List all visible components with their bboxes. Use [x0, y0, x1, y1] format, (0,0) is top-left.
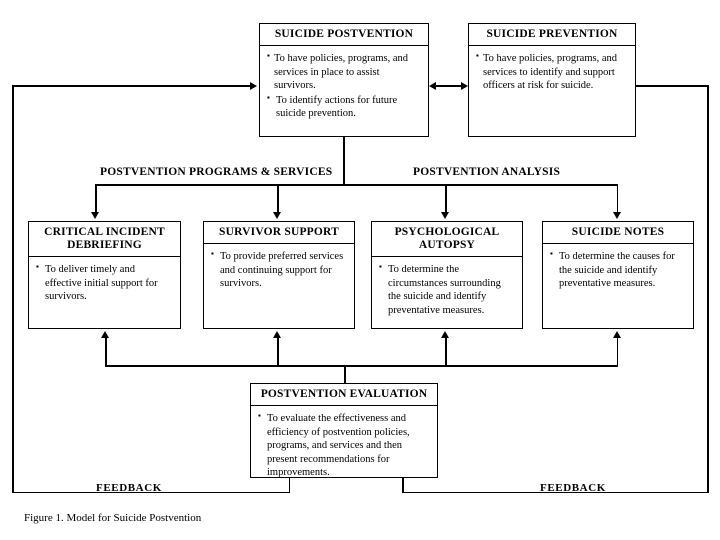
- feedback-left-riser-line: [288, 478, 290, 492]
- box-postvention-evaluation[interactable]: POSTVENTION EVALUATION To evaluate the e…: [250, 383, 438, 478]
- feedback-left-top-horizontal-line: [12, 85, 252, 87]
- box-body-postvention-evaluation: To evaluate the effectiveness and effici…: [251, 406, 437, 484]
- analysis-bus-line: [343, 184, 618, 186]
- caption-postvention-analysis: POSTVENTION ANALYSIS: [413, 166, 561, 178]
- bullet-item: To determine the circumstances surroundi…: [379, 262, 515, 317]
- box-title-postvention-evaluation: POSTVENTION EVALUATION: [251, 384, 437, 407]
- feedback-right-top-horizontal-line: [636, 85, 709, 87]
- caption-postvention-programs-services: POSTVENTION PROGRAMS & SERVICES: [100, 166, 333, 178]
- feedback-label-right: FEEDBACK: [540, 482, 606, 494]
- evaluation-feed-riser-2: [277, 338, 279, 366]
- feedback-right-riser-line: [402, 478, 404, 492]
- feedback-left-arrowhead: [250, 81, 257, 90]
- programs-services-branch-left: [95, 184, 97, 214]
- box-body-suicide-postvention: To have policies, programs, and services…: [260, 46, 428, 125]
- bullet-item: To identify actions for future suicide p…: [267, 93, 421, 121]
- box-suicide-postvention[interactable]: SUICIDE POSTVENTION To have policies, pr…: [259, 23, 429, 137]
- box-survivor-support[interactable]: SURVIVOR SUPPORT To provide preferred se…: [203, 221, 355, 329]
- postvention-drop-line: [343, 137, 345, 185]
- box-suicide-prevention[interactable]: SUICIDE PREVENTION To have policies, pro…: [468, 23, 636, 137]
- feedback-right-bottom-horizontal-line: [402, 491, 709, 493]
- feedback-left-vertical-line: [12, 85, 14, 493]
- box-psychological-autopsy[interactable]: PSYCHOLOGICAL AUTOPSY To determine the c…: [371, 221, 523, 329]
- top-connector-arrowhead-left: [428, 81, 436, 90]
- programs-services-branch-right: [277, 184, 279, 214]
- box-suicide-notes[interactable]: SUICIDE NOTES To determine the causes fo…: [542, 221, 694, 329]
- box-critical-incident-debriefing[interactable]: CRITICAL INCIDENT DEBRIEFING To deliver …: [28, 221, 181, 329]
- programs-services-arrowhead-left: [91, 212, 100, 219]
- programs-services-bus-line: [95, 184, 344, 186]
- feedback-left-bottom-horizontal-line: [12, 491, 290, 493]
- box-body-suicide-prevention: To have policies, programs, and services…: [469, 46, 635, 97]
- feedback-label-left: FEEDBACK: [96, 482, 162, 494]
- evaluation-feed-riser-4: [616, 338, 618, 366]
- programs-services-arrowhead-right: [273, 212, 282, 219]
- evaluation-feed-arrowhead-2: [273, 331, 282, 338]
- analysis-branch-right: [616, 184, 618, 214]
- bullet-item: To have policies, programs, and services…: [267, 51, 421, 92]
- feedback-right-vertical-line: [707, 85, 709, 493]
- evaluation-feed-arrowhead-3: [441, 331, 450, 338]
- box-title-survivor-support: SURVIVOR SUPPORT: [204, 222, 354, 245]
- bullet-item: To deliver timely and effective initial …: [36, 262, 173, 303]
- box-title-psychological-autopsy: PSYCHOLOGICAL AUTOPSY: [372, 222, 522, 258]
- box-title-suicide-notes: SUICIDE NOTES: [543, 222, 693, 245]
- analysis-arrowhead-right: [613, 212, 621, 219]
- box-body-survivor-support: To provide preferred services and contin…: [204, 244, 354, 295]
- bullet-item: To provide preferred services and contin…: [211, 249, 347, 290]
- evaluation-box-stem-line: [344, 365, 346, 383]
- bullet-item: To have policies, programs, and services…: [476, 51, 628, 92]
- box-title-critical-incident-debriefing: CRITICAL INCIDENT DEBRIEFING: [29, 222, 180, 258]
- box-title-suicide-prevention: SUICIDE PREVENTION: [469, 24, 635, 47]
- analysis-arrowhead-left: [441, 212, 450, 219]
- figure-caption: Figure 1. Model for Suicide Postvention: [24, 512, 202, 524]
- box-body-psychological-autopsy: To determine the circumstances surroundi…: [372, 257, 522, 322]
- box-body-critical-incident-debriefing: To deliver timely and effective initial …: [29, 257, 180, 308]
- evaluation-feed-riser-1: [105, 338, 107, 366]
- bullet-item: To evaluate the effectiveness and effici…: [258, 411, 430, 479]
- box-body-suicide-notes: To determine the causes for the suicide …: [543, 244, 693, 295]
- box-title-suicide-postvention: SUICIDE POSTVENTION: [260, 24, 428, 47]
- top-boxes-connector-line: [434, 85, 464, 87]
- evaluation-feed-riser-3: [445, 338, 447, 366]
- evaluation-feed-arrowhead-4: [613, 331, 621, 338]
- evaluation-feed-bus-line: [105, 365, 618, 367]
- analysis-branch-left: [445, 184, 447, 214]
- evaluation-feed-arrowhead-1: [101, 331, 110, 338]
- top-connector-arrowhead-right: [461, 81, 468, 90]
- bullet-item: To determine the causes for the suicide …: [550, 249, 686, 290]
